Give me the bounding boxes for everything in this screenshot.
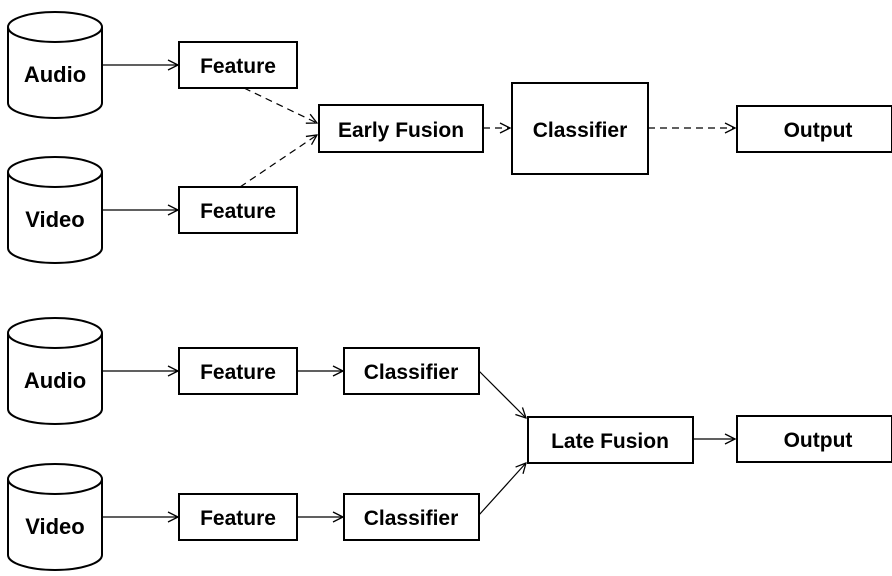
late-output-label: Output xyxy=(784,429,853,452)
early-video-feature-node: Feature xyxy=(178,186,298,234)
early-audio-source: Audio xyxy=(7,11,103,119)
edge-video-classifier-to-fusion xyxy=(478,463,526,516)
late-video-label: Video xyxy=(25,514,85,539)
late-audio-source: Audio xyxy=(7,317,103,425)
late-video-feature-node: Feature xyxy=(178,493,298,541)
early-fusion-label: Early Fusion xyxy=(338,119,464,142)
early-output-label: Output xyxy=(784,119,853,142)
early-video-source: Video xyxy=(7,156,103,264)
late-fusion-node: Late Fusion xyxy=(527,416,694,464)
late-output-node: Output xyxy=(736,415,892,463)
late-video-source: Video xyxy=(7,463,103,571)
late-fusion-pipeline: Audio Video Feature Feature Classifier C… xyxy=(7,317,892,571)
edge-audio-feature-to-fusion xyxy=(243,87,317,123)
early-output-node: Output xyxy=(736,105,892,153)
late-audio-feature-label: Feature xyxy=(200,361,276,384)
early-classifier-label: Classifier xyxy=(533,119,628,142)
late-audio-label: Audio xyxy=(24,368,86,393)
edge-video-feature-to-fusion xyxy=(239,135,317,188)
early-audio-feature-label: Feature xyxy=(200,55,276,78)
early-audio-label: Audio xyxy=(24,62,86,87)
early-classifier-node: Classifier xyxy=(511,82,649,175)
early-fusion-node: Early Fusion xyxy=(318,104,484,153)
late-video-feature-label: Feature xyxy=(200,507,276,530)
early-audio-feature-node: Feature xyxy=(178,41,298,89)
edge-audio-classifier-to-fusion xyxy=(478,370,526,418)
late-audio-feature-node: Feature xyxy=(178,347,298,395)
late-audio-classifier-label: Classifier xyxy=(364,361,459,384)
late-fusion-label: Late Fusion xyxy=(551,430,669,453)
late-audio-classifier-node: Classifier xyxy=(343,347,480,395)
early-video-feature-label: Feature xyxy=(200,200,276,223)
late-video-classifier-node: Classifier xyxy=(343,493,480,541)
late-video-classifier-label: Classifier xyxy=(364,507,459,530)
early-fusion-pipeline: Audio Video Feature Feature Early Fusion… xyxy=(7,11,892,264)
early-video-label: Video xyxy=(25,207,85,232)
